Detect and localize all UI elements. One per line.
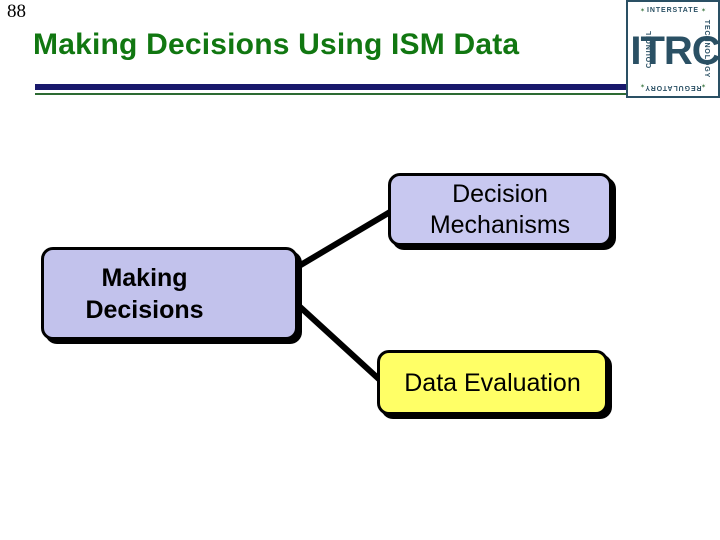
logo-star-icon-bottom-right: ✶	[700, 84, 706, 90]
connector-making-decisions-to-data-evaluation	[296, 303, 384, 384]
title-rule-navy	[35, 84, 640, 90]
logo-mark: ITRC	[630, 19, 720, 83]
node-data-evaluation-label: Data Evaluation	[404, 368, 581, 397]
logo-star-icon-top-right: ✶	[700, 8, 706, 14]
title-rule-green	[35, 93, 640, 95]
page-title: Making Decisions Using ISM Data	[33, 28, 520, 61]
node-decision-mechanisms-line1: Decision	[452, 179, 548, 208]
node-making-decisions-line1: Making	[101, 263, 188, 292]
logo-star-icon-bottom-left: ✶	[640, 84, 646, 90]
logo-text-interstate: INTERSTATE	[647, 7, 699, 14]
itrc-logo: INTERSTATE TECHNOLOGY REGULATORY COUNCIL…	[626, 0, 720, 98]
node-making-decisions[interactable]: Making Decisions	[41, 247, 298, 340]
logo-mark-text: ITRC	[630, 29, 720, 73]
node-data-evaluation[interactable]: Data Evaluation	[377, 350, 608, 415]
slide-number: 88	[7, 1, 26, 22]
node-decision-mechanisms[interactable]: Decision Mechanisms	[388, 173, 612, 246]
node-making-decisions-line2: Decisions	[85, 295, 204, 324]
logo-star-icon-top-left: ✶	[640, 8, 646, 14]
connector-making-decisions-to-decision-mechanisms	[297, 209, 392, 269]
itrc-logo-inner: INTERSTATE TECHNOLOGY REGULATORY COUNCIL…	[628, 2, 720, 96]
node-making-decisions-label: Making Decisions	[44, 262, 295, 326]
node-decision-mechanisms-line2: Mechanisms	[429, 210, 571, 239]
node-decision-mechanisms-label: Decision Mechanisms	[391, 179, 609, 241]
